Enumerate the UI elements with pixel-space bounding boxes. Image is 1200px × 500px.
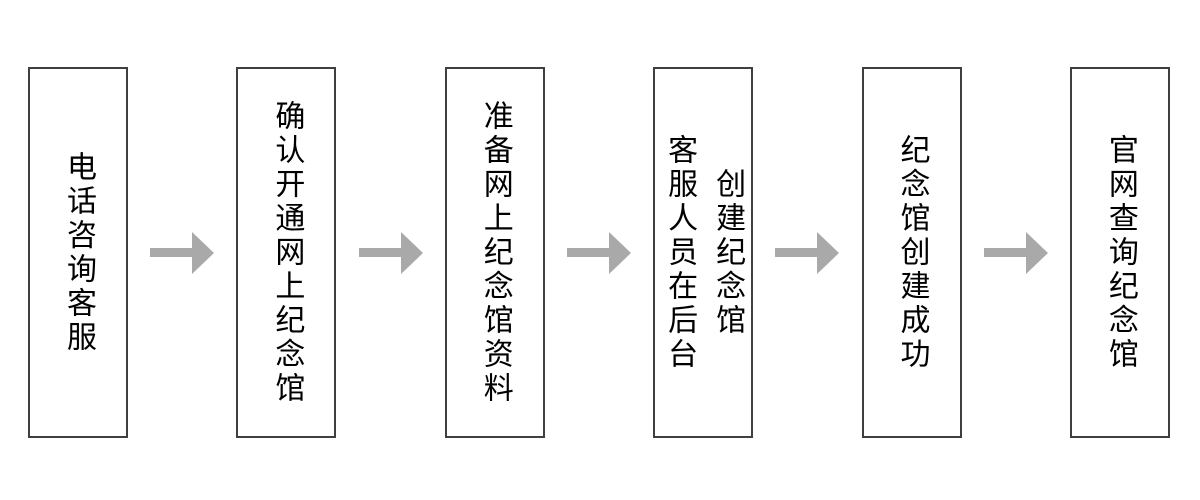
- flow-step-label: 客服人员在后台 创建纪念馆: [663, 133, 745, 372]
- flow-step-label: 纪念馆创建成功: [895, 133, 929, 372]
- arrow-shaft: [566, 248, 611, 257]
- arrow-shaft: [358, 248, 403, 257]
- flow-step-label: 准备网上纪念馆资料: [478, 99, 512, 406]
- arrow-right-icon: [358, 231, 423, 274]
- arrow-head: [1025, 231, 1048, 274]
- flow-step-box: 纪念馆创建成功: [861, 67, 962, 438]
- flow-diagram: 电话咨询客服 确认开通网上纪念馆 准备网上纪念馆资料 客服人员在后台 创建纪念馆…: [28, 67, 1170, 438]
- arrow-head: [192, 231, 215, 274]
- arrow-right-icon: [983, 231, 1048, 274]
- flow-step-box: 客服人员在后台 创建纪念馆: [653, 67, 754, 438]
- arrow-right-icon: [775, 231, 840, 274]
- arrow-right-icon: [566, 231, 631, 274]
- arrow-head: [400, 231, 423, 274]
- arrow-head: [817, 231, 840, 274]
- arrow-right-icon: [150, 231, 215, 274]
- arrow-head: [608, 231, 631, 274]
- flow-step-box: 电话咨询客服: [28, 67, 128, 438]
- arrow-shaft: [983, 248, 1028, 257]
- flow-step-box: 官网查询纪念馆: [1069, 67, 1170, 438]
- arrow-shaft: [150, 248, 195, 257]
- flow-step-label: 官网查询纪念馆: [1103, 133, 1137, 372]
- flow-step-label: 电话咨询客服: [62, 150, 95, 355]
- flow-step-box: 准备网上纪念馆资料: [444, 67, 545, 438]
- flow-step-box: 确认开通网上纪念馆: [236, 67, 337, 438]
- flow-step-label: 确认开通网上纪念馆: [270, 99, 304, 406]
- arrow-shaft: [775, 248, 820, 257]
